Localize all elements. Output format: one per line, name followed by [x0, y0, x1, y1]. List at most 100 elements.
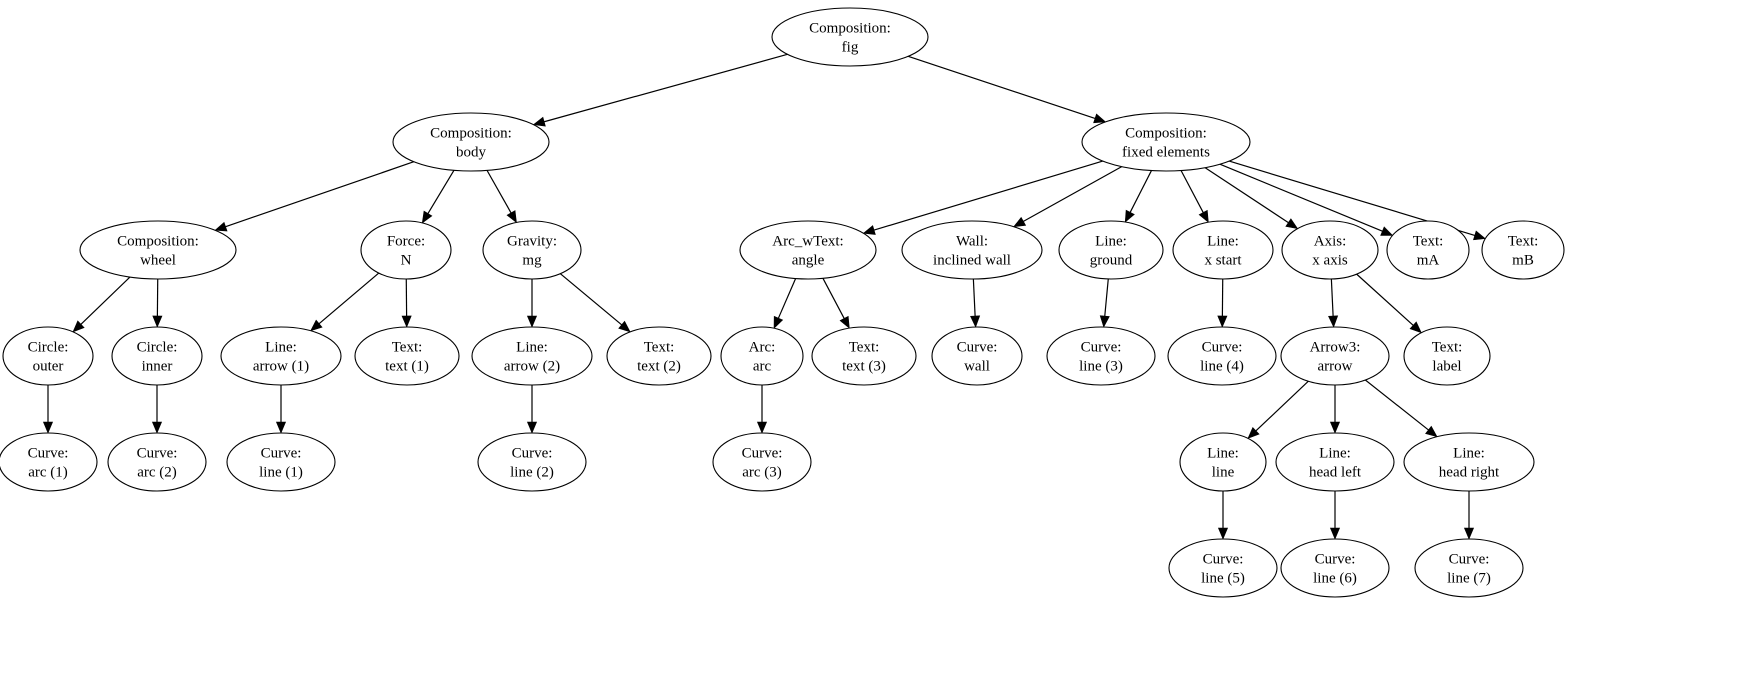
node-shape-curvewall: [931, 326, 1023, 386]
node-lineground[interactable]: Line:ground: [1058, 220, 1164, 280]
node-shape-curveline2: [477, 432, 587, 492]
node-body[interactable]: Composition:body: [392, 112, 550, 172]
node-fixed[interactable]: Composition:fixed elements: [1081, 112, 1251, 172]
node-texttext1[interactable]: Text:text (1): [354, 326, 460, 386]
node-label-name-curvearc3: arc (3): [742, 464, 782, 480]
arrowhead-fixed-to-axisxaxis: [1285, 218, 1299, 230]
node-wall[interactable]: Wall:inclined wall: [901, 220, 1043, 280]
node-label-name-texttext3: text (3): [842, 358, 886, 374]
node-label-type-fixed: Composition:: [1125, 125, 1207, 141]
node-shape-curvearc1: [0, 432, 98, 492]
arrowhead-gravitymg-to-linearrow2: [526, 315, 538, 328]
node-label-type-curveline6: Curve:: [1315, 551, 1356, 567]
node-textlabel[interactable]: Text:label: [1403, 326, 1491, 386]
edges-layer: [42, 53, 1487, 540]
arrowhead-fixed-to-textmB: [1473, 230, 1487, 241]
arrowhead-fixed-to-linexstart: [1198, 209, 1209, 223]
node-shape-fixed: [1081, 112, 1251, 172]
node-label-name-wheel: wheel: [140, 252, 176, 268]
node-shape-axisxaxis: [1281, 220, 1379, 280]
node-forceN[interactable]: Force:N: [360, 220, 452, 280]
node-fig[interactable]: Composition:fig: [771, 7, 929, 67]
arrowhead-wheel-to-circleouter: [72, 320, 85, 333]
node-shape-curveline3: [1046, 326, 1156, 386]
node-label-type-lineheadleft: Line:: [1319, 445, 1351, 461]
node-linearrow1[interactable]: Line:arrow (1): [220, 326, 342, 386]
node-label-name-textmB: mB: [1512, 252, 1534, 268]
node-shape-curveline1: [226, 432, 336, 492]
arrowhead-circleinner-to-curvearc2: [151, 421, 163, 434]
node-label-type-textmB: Text:: [1508, 233, 1539, 249]
node-label-name-curveline6: line (6): [1313, 570, 1357, 586]
node-curveline4[interactable]: Curve:line (4): [1167, 326, 1277, 386]
node-label-name-lineground: ground: [1090, 252, 1133, 268]
node-lineheadleft[interactable]: Line:head left: [1275, 432, 1395, 492]
arrowhead-lineline-to-curveline5: [1217, 527, 1229, 540]
node-label-name-curveline7: line (7): [1447, 570, 1491, 586]
node-texttext2[interactable]: Text: text (2): [606, 326, 712, 386]
node-textmA[interactable]: Text:mA: [1386, 220, 1470, 280]
node-textmB[interactable]: Text: mB: [1481, 220, 1565, 280]
node-shape-textmA: [1386, 220, 1470, 280]
node-curveline3[interactable]: Curve:line (3): [1046, 326, 1156, 386]
node-shape-curveline4: [1167, 326, 1277, 386]
node-shape-lineheadright: [1403, 432, 1535, 492]
node-curveline6[interactable]: Curve: line (6): [1280, 538, 1390, 598]
node-shape-lineground: [1058, 220, 1164, 280]
arrowhead-arcarc-to-curvearc3: [756, 421, 768, 434]
node-shape-forceN: [360, 220, 452, 280]
arrowhead-wall-to-curvewall: [970, 315, 981, 328]
arrowhead-lineheadright-to-curveline7: [1463, 527, 1475, 540]
node-axisxaxis[interactable]: Axis:x axis: [1281, 220, 1379, 280]
node-circleinner[interactable]: Circle:inner: [111, 326, 203, 386]
arrowhead-fig-to-body: [532, 116, 546, 127]
node-label-name-wall: inclined wall: [933, 252, 1011, 268]
node-label-type-curvearc1: Curve:: [28, 445, 69, 461]
node-label-name-linexstart: x start: [1204, 252, 1242, 268]
node-label-type-body: Composition:: [430, 125, 512, 141]
edge-arrow3arrow-to-lineheadright: [1364, 379, 1429, 431]
node-curvearc1[interactable]: Curve:arc (1): [0, 432, 98, 492]
arrowhead-fixed-to-lineground: [1124, 209, 1135, 223]
node-label-type-linexstart: Line:: [1207, 233, 1239, 249]
node-curveline1[interactable]: Curve:line (1): [226, 432, 336, 492]
node-circleouter[interactable]: Circle:outer: [2, 326, 94, 386]
node-label-type-curveline4: Curve:: [1202, 339, 1243, 355]
edge-forceN-to-linearrow1: [318, 272, 380, 325]
node-shape-arcarc: [720, 326, 804, 386]
node-curveline7[interactable]: Curve:line (7): [1414, 538, 1524, 598]
node-label-name-arcarc: arc: [753, 358, 772, 374]
node-label-type-circleinner: Circle:: [137, 339, 178, 355]
node-shape-textlabel: [1403, 326, 1491, 386]
node-curveline5[interactable]: Curve:line (5): [1168, 538, 1278, 598]
node-shape-texttext3: [811, 326, 917, 386]
node-arcarc[interactable]: Arc:arc: [720, 326, 804, 386]
node-arcwtext[interactable]: Arc_wText:angle: [739, 220, 877, 280]
node-label-name-curveline5: line (5): [1201, 570, 1245, 586]
node-label-name-texttext2: text (2): [637, 358, 681, 374]
node-curvearc3[interactable]: Curve: arc (3): [712, 432, 812, 492]
node-linexstart[interactable]: Line: x start: [1172, 220, 1274, 280]
node-label-type-wheel: Composition:: [117, 233, 199, 249]
node-label-name-curvewall: wall: [964, 358, 990, 374]
node-curvewall[interactable]: Curve:wall: [931, 326, 1023, 386]
arrowhead-forceN-to-texttext1: [401, 315, 412, 328]
node-curveline2[interactable]: Curve:line (2): [477, 432, 587, 492]
node-label-type-curvearc3: Curve:: [742, 445, 783, 461]
node-gravitymg[interactable]: Gravity:mg: [482, 220, 582, 280]
node-label-type-texttext2: Text:: [644, 339, 675, 355]
node-lineline[interactable]: Line:line: [1179, 432, 1267, 492]
node-wheel[interactable]: Composition: wheel: [79, 220, 237, 280]
edge-axisxaxis-to-textlabel: [1356, 273, 1414, 326]
node-shape-arcwtext: [739, 220, 877, 280]
node-curvearc2[interactable]: Curve:arc (2): [107, 432, 207, 492]
node-linearrow2[interactable]: Line:arrow (2): [471, 326, 593, 386]
node-lineheadright[interactable]: Line:head right: [1403, 432, 1535, 492]
node-arrow3arrow[interactable]: Arrow3:arrow: [1280, 326, 1390, 386]
arrowhead-linearrow2-to-curveline2: [526, 421, 538, 434]
node-shape-linearrow2: [471, 326, 593, 386]
node-texttext3[interactable]: Text:text (3): [811, 326, 917, 386]
node-label-name-gravitymg: mg: [522, 252, 542, 268]
node-label-name-circleouter: outer: [33, 358, 64, 374]
